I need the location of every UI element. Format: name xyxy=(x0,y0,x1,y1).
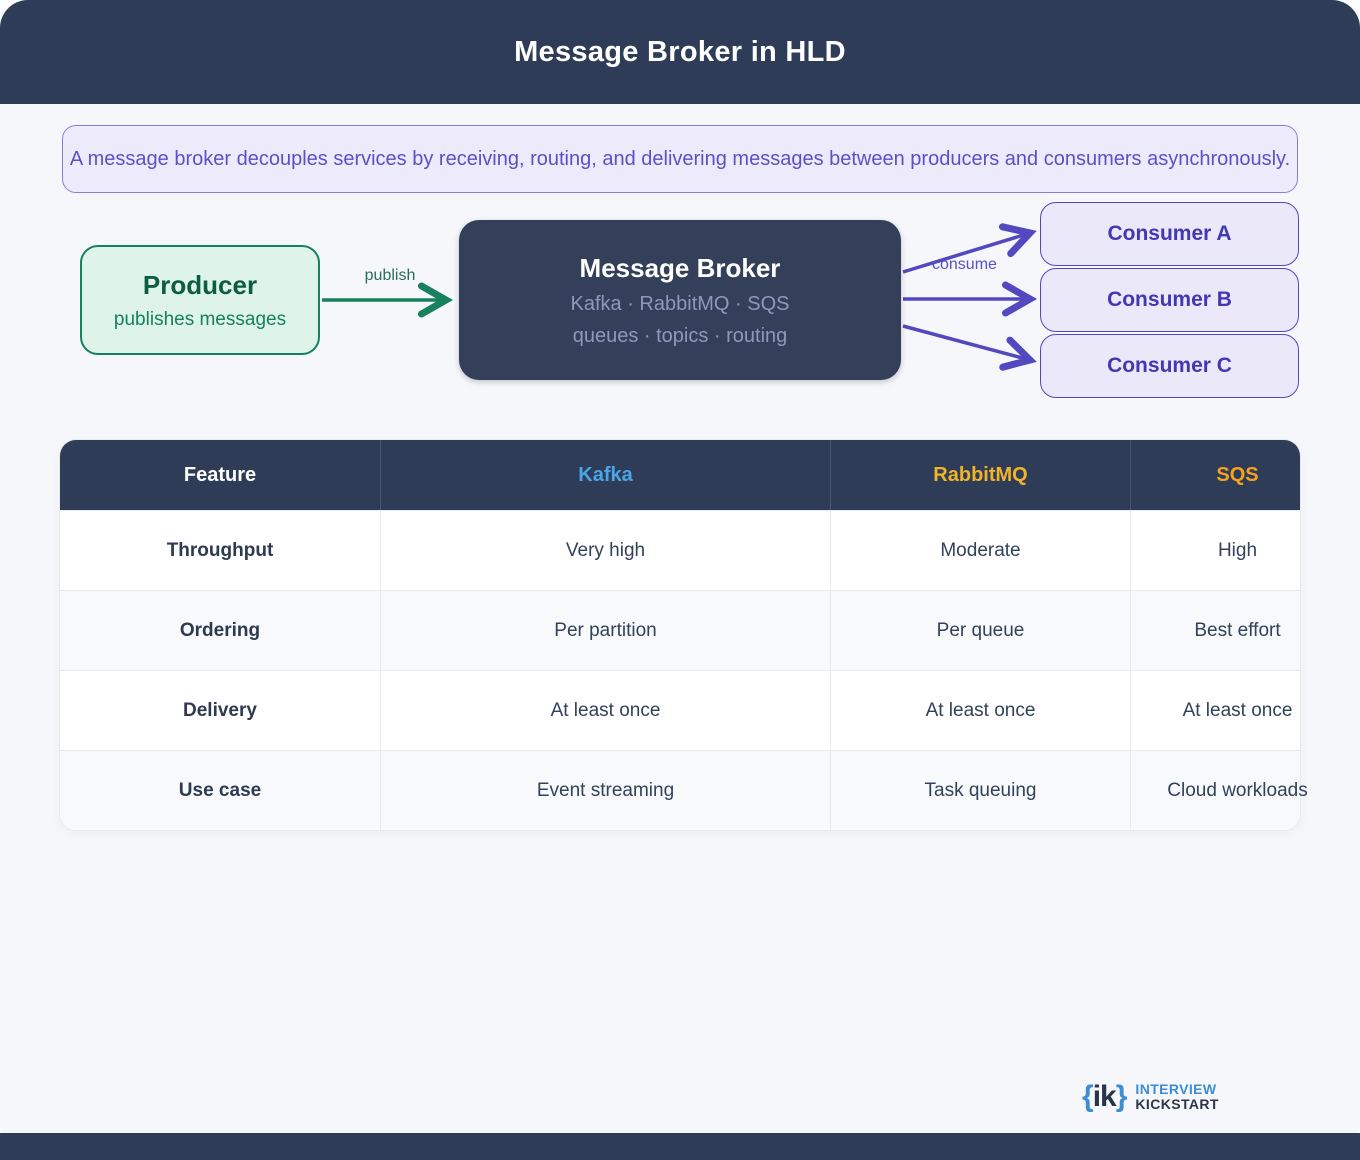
producer-subtitle: publishes messages xyxy=(113,308,287,330)
cell-rabbitmq: Task queuing xyxy=(830,751,1130,830)
broker-capabilities: queues · topics · routing xyxy=(572,324,788,347)
row-label: Delivery xyxy=(183,699,257,721)
table-row: Delivery At least once At least once At … xyxy=(60,670,1300,750)
table-row: Ordering Per partition Per queue Best ef… xyxy=(60,590,1300,670)
cell-rabbitmq: Per queue xyxy=(830,591,1130,670)
table-row: Use case Event streaming Task queuing Cl… xyxy=(60,750,1308,830)
column-header-sqs: SQS xyxy=(1130,440,1300,510)
broker-title: Message Broker xyxy=(579,252,781,283)
cell-sqs: Best effort xyxy=(1130,591,1300,670)
table-row: Throughput Very high Moderate High xyxy=(60,510,1300,590)
logo-line-kickstart: KICKSTART xyxy=(1135,1096,1219,1112)
consume-label: consume xyxy=(932,256,997,273)
message-broker-node: Message Broker Kafka · RabbitMQ · SQS qu… xyxy=(459,220,901,380)
cell-kafka: Event streaming xyxy=(380,751,830,830)
cell-kafka: Per partition xyxy=(380,591,830,670)
page-title: Message Broker in HLD xyxy=(514,35,846,68)
column-header-rabbitmq: RabbitMQ xyxy=(830,440,1130,510)
description-text: A message broker decouples services by r… xyxy=(69,147,1291,170)
logo-wordmark: INTERVIEW KICKSTART xyxy=(1135,1080,1219,1113)
cell-kafka: At least once xyxy=(380,671,830,750)
title-bar: Message Broker in HLD xyxy=(0,0,1360,104)
table-header-row: Feature Kafka RabbitMQ SQS xyxy=(60,440,1300,510)
logo-line-interview: INTERVIEW xyxy=(1135,1080,1217,1097)
description-box: A message broker decouples services by r… xyxy=(62,125,1298,193)
row-label: Throughput xyxy=(166,539,274,561)
producer-title: Producer xyxy=(142,269,258,300)
publish-label: publish xyxy=(364,267,416,284)
column-header-feature: Feature xyxy=(183,463,257,486)
interview-kickstart-logo: {ik} INTERVIEW KICKSTART xyxy=(1082,1080,1219,1114)
cell-kafka: Very high xyxy=(380,511,830,590)
row-label: Ordering xyxy=(179,619,261,641)
row-label: Use case xyxy=(178,779,262,801)
consume-arrow-c xyxy=(902,324,1037,371)
footer-bar xyxy=(0,1133,1360,1160)
comparison-table: Feature Kafka RabbitMQ SQS Throughput Ve… xyxy=(60,440,1308,830)
cell-sqs: At least once xyxy=(1130,671,1300,750)
producer-node: Producer publishes messages xyxy=(80,245,320,355)
ik-logo-mark: {ik} xyxy=(1082,1080,1127,1113)
consumer-b-node: Consumer B xyxy=(1040,268,1299,332)
cell-rabbitmq: At least once xyxy=(830,671,1130,750)
cell-rabbitmq: Moderate xyxy=(830,511,1130,590)
column-header-kafka: Kafka xyxy=(380,440,830,510)
cell-sqs: High xyxy=(1130,511,1300,590)
consumer-a-node: Consumer A xyxy=(1040,202,1299,266)
broker-technologies: Kafka · RabbitMQ · SQS xyxy=(570,292,790,315)
consumer-c-node: Consumer C xyxy=(1040,334,1299,398)
cell-sqs: Cloud workloads xyxy=(1130,751,1308,830)
